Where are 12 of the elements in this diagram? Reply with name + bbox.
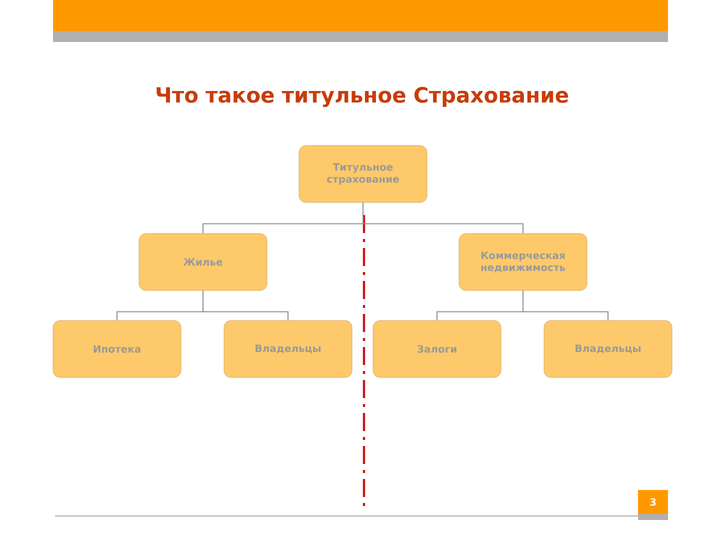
org-box: Жилье [138, 233, 268, 291]
connector-line [362, 202, 524, 234]
page-number: 3 [638, 490, 668, 520]
org-box: Залоги [372, 320, 502, 378]
org-box: Коммерческая недвижимость [458, 233, 588, 291]
org-box: Владельцы [224, 320, 352, 378]
org-box: Владельцы [544, 320, 672, 378]
title: Что такое титульное Страхование [156, 86, 568, 108]
org-box: Ипотека [52, 320, 182, 378]
org-box: Титульное страхование [298, 145, 428, 203]
connector-line [522, 290, 608, 321]
connector-line [202, 290, 288, 321]
